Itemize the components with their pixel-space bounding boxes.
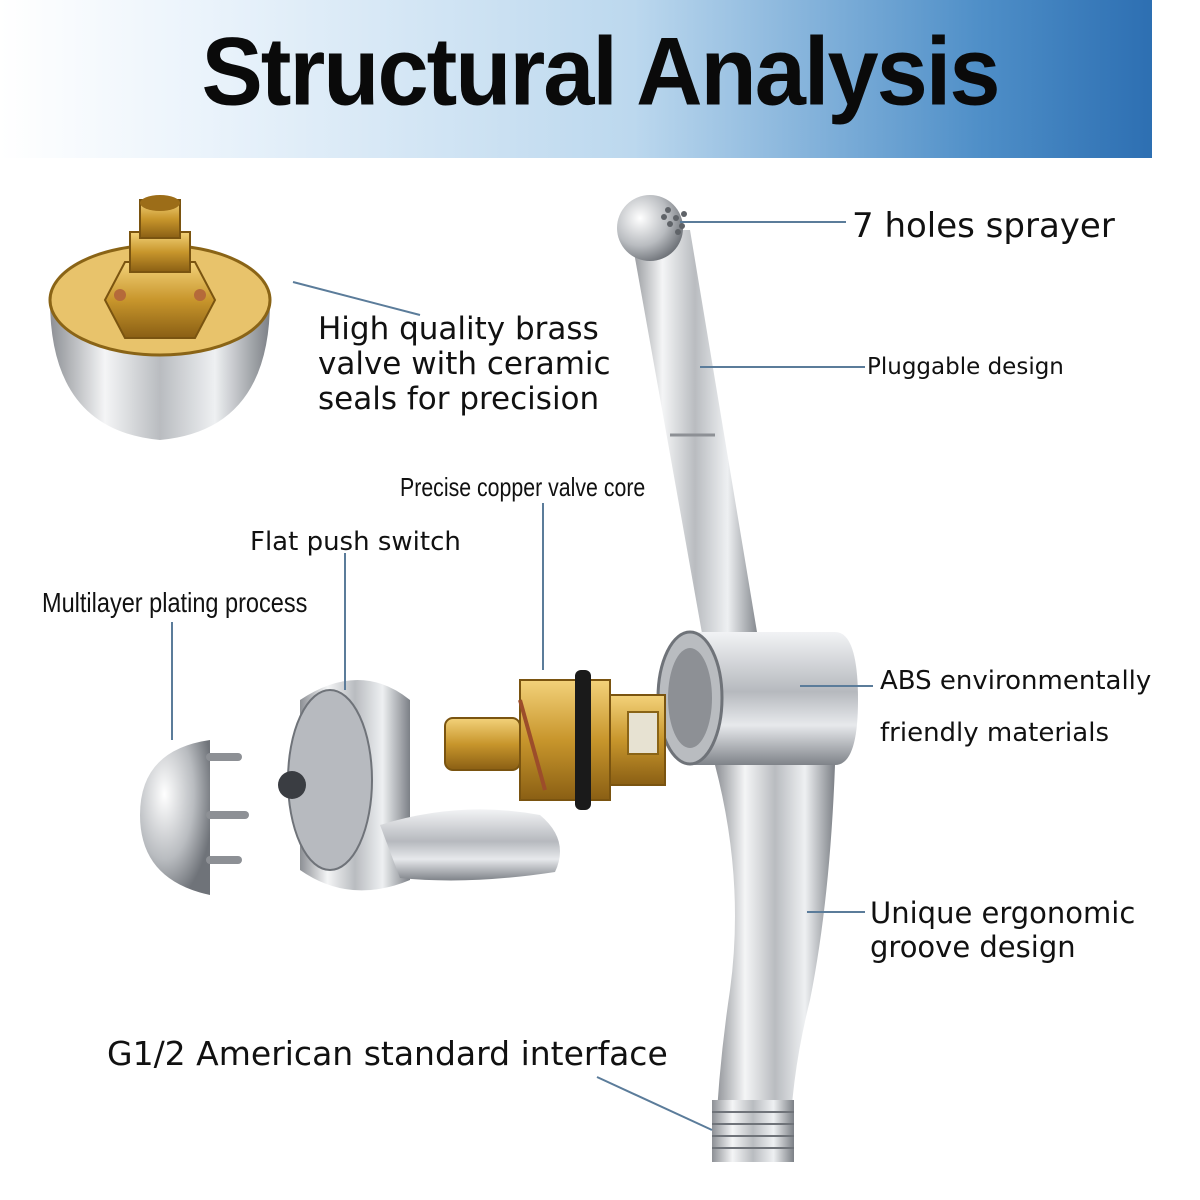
brass-valve-illustration <box>48 195 272 440</box>
label-brass-valve: High quality brass valve with ceramic se… <box>318 312 611 417</box>
label-ergonomic-line-2: groove design <box>870 930 1076 964</box>
sprayer-body-illustration <box>617 195 858 1162</box>
label-flat-push-switch: Flat push switch <box>250 527 461 557</box>
page-title: Structural Analysis <box>201 18 1000 126</box>
label-abs-materials: ABS environmentally friendly materials <box>880 655 1151 759</box>
label-g12-interface: G1/2 American standard interface <box>107 1034 668 1073</box>
plating-cap-illustration <box>140 740 249 895</box>
label-multilayer-plating: Multilayer plating process <box>42 587 308 618</box>
push-switch-illustration <box>278 680 560 891</box>
label-ergonomic-groove: Unique ergonomic groove design <box>870 896 1135 964</box>
leader-lines <box>171 221 873 1131</box>
label-abs-line-1: ABS environmentally <box>880 666 1152 696</box>
label-ergonomic-line-1: Unique ergonomic <box>870 896 1136 930</box>
label-7-holes-sprayer: 7 holes sprayer <box>852 206 1115 246</box>
label-copper-valve-core: Precise copper valve core <box>400 472 646 502</box>
label-brass-valve-line-2: valve with ceramic <box>318 346 611 382</box>
label-pluggable-design: Pluggable design <box>867 354 1064 380</box>
label-abs-line-2: friendly materials <box>880 718 1109 748</box>
title-banner <box>0 0 1152 158</box>
label-brass-valve-line-3: seals for precision <box>318 381 600 417</box>
copper-core-illustration <box>444 670 666 810</box>
label-brass-valve-line-1: High quality brass <box>318 311 599 347</box>
